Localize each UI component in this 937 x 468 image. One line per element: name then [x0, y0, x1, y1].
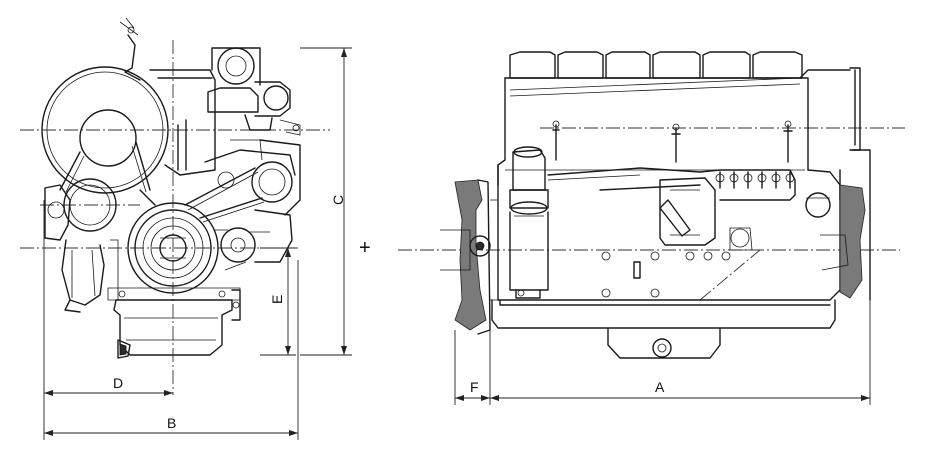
block-bolt-holes — [517, 251, 731, 298]
side-view — [398, 51, 905, 359]
side-oil-pan — [491, 299, 836, 329]
tensioner-pulley — [220, 227, 256, 263]
dim-label-c: C — [330, 195, 346, 205]
center-plus-marker: + — [359, 237, 371, 259]
dim-label-f: F — [470, 379, 479, 395]
injection-pump-housing — [659, 177, 716, 246]
injectors — [715, 171, 795, 189]
front-oil-pan — [113, 299, 233, 356]
side-engine-block — [497, 164, 841, 301]
pump-pulley — [251, 161, 293, 203]
cylinder-fins — [509, 51, 803, 79]
dim-label-d: D — [113, 375, 123, 391]
flywheel-housing — [454, 179, 487, 331]
intake-pipe-top — [217, 47, 255, 85]
oil-filter — [509, 146, 549, 299]
front-dimensions: C E D B — [43, 47, 352, 440]
dim-label-b: B — [167, 415, 176, 431]
fan-housing — [41, 66, 169, 194]
dim-label-a: A — [655, 379, 665, 395]
side-dimensions: F A — [454, 300, 871, 405]
crankshaft-pulley — [127, 202, 219, 294]
alternator-pulley — [63, 178, 117, 232]
fan-pulley — [79, 109, 137, 167]
dim-label-e: E — [269, 295, 285, 304]
front-view — [20, 17, 330, 395]
